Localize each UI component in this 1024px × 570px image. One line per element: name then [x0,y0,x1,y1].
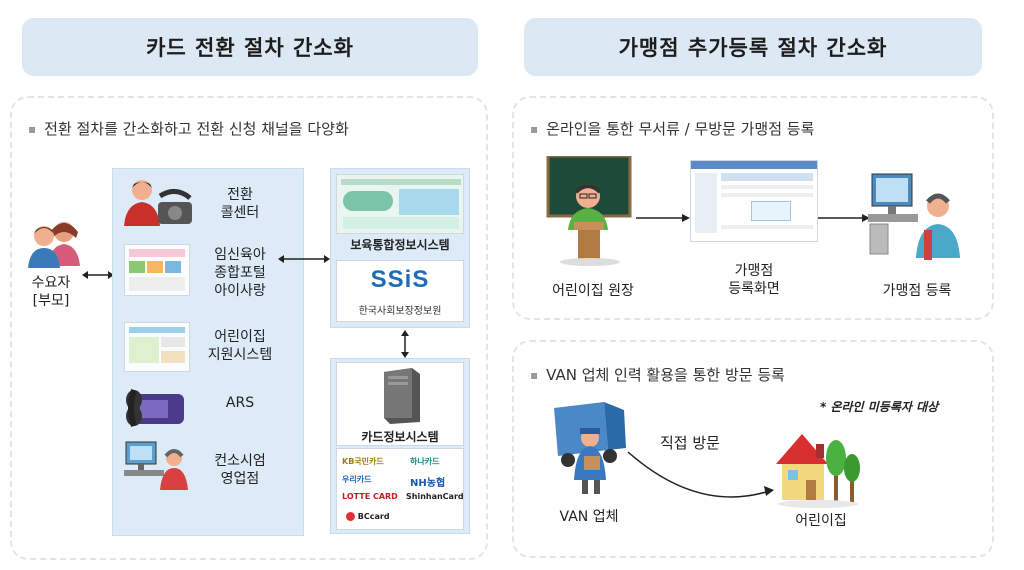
offline-target-note: * 온라인 미등록자 대상 [820,400,939,414]
right-bullet-2-text: VAN 업체 인력 활용을 통한 방문 등록 [546,366,785,384]
ssis-org-name: 한국사회보장정보원 [358,306,442,317]
channel-5-line2: 영업점 [220,471,260,488]
right-header: 가맹점 추가등록 절차 간소화 [524,18,982,76]
woori-card-logo: 우리카드 [342,475,372,484]
childcare-system-thumb [336,174,464,234]
register-computer-icon [868,173,960,260]
channel-3-line2: 지원시스템 [207,347,273,364]
director-screen-arrow [636,214,690,222]
channel-4-label: ARS [200,394,280,412]
card-system-title: 카드정보시스템 [361,430,439,444]
van-truck-worker-icon [554,402,626,494]
user-label-line1: 수요자 [31,275,71,291]
ssis-logo: SSiS [370,266,430,293]
parents-icon [28,222,80,268]
channel-3-label: 어린이집 지원시스템 [200,328,280,364]
card-logos-box [336,448,464,530]
daycare-label: 어린이집 [795,513,847,529]
left-bullet: ▪ 전환 절차를 간소화하고 전환 신청 채널을 다양화 [28,118,349,139]
director-icon [546,156,632,266]
user-label: 수요자 [부모] [22,274,80,310]
nh-card-logo: NH농협 [410,478,446,489]
visit-curve-arrow [627,451,774,498]
call-center-icon [124,180,192,226]
channel-2-line2: 종합포털 [214,265,266,282]
bullet-dot-icon: ▪ [530,367,539,382]
branch-clerk-icon [124,441,188,490]
channel-system-arrow [278,255,330,263]
user-label-line2: [부모] [32,293,70,310]
channel-2-line1: 임신육아 [214,247,266,263]
user-channel-arrow [82,271,114,279]
van-label: VAN 업체 [559,509,619,525]
channel-1-line2: 콜센터 [220,205,260,222]
right-bullet-1: ▪ 온라인을 통한 무서류 / 무방문 가맹점 등록 [530,118,814,139]
channel-2-label: 임신육아 종합포털 아이사랑 [200,246,280,301]
portal-screenshot-thumb [124,244,190,296]
daycare-house-icon [776,434,860,508]
right-header-text: 가맹점 추가등록 절차 간소화 [618,36,888,60]
channel-5-label: 컨소시엄 영업점 [200,452,280,488]
bullet-dot-icon: ▪ [28,121,37,136]
channel-4-line1: ARS [225,395,255,411]
channel-1-line1: 전환 [227,187,253,203]
left-header-text: 카드 전환 절차 간소화 [146,36,354,60]
visit-label: 직접 방문 [660,434,720,452]
server-icon [384,368,420,424]
screen-label: 가맹점 등록화면 [696,262,812,298]
channel-2-line3: 아이사랑 [214,283,266,300]
left-header: 카드 전환 절차 간소화 [22,18,478,76]
daycare-system-thumb [124,322,190,372]
ars-phone-icon [126,389,184,427]
director-label: 어린이집 원장 [552,283,634,299]
system-link-arrow [401,330,409,358]
screen-label-line1: 가맹점 [734,263,774,279]
bc-card-text: BCcard [357,512,390,521]
bc-card-logo: BCcard [346,512,390,521]
register-label: 가맹점 등록 [882,283,952,299]
shinhan-card-logo: ShinhanCard [406,492,464,501]
channel-3-line1: 어린이집 [214,329,266,345]
channel-5-line1: 컨소시엄 [214,453,266,469]
right-bullet-2: ▪ VAN 업체 인력 활용을 통한 방문 등록 [530,364,785,385]
left-bullet-text: 전환 절차를 간소화하고 전환 신청 채널을 다양화 [44,120,349,138]
hana-card-logo: 하나카드 [410,457,440,466]
right-bullet-1-text: 온라인을 통한 무서류 / 무방문 가맹점 등록 [546,120,815,138]
lotte-card-logo: LOTTE CARD [342,492,398,501]
registration-screen-thumb [690,160,818,242]
kb-card-logo: KB국민카드 [342,457,384,466]
ssis-logo-box [336,260,464,322]
screen-label-line2: 등록화면 [728,281,780,298]
bullet-dot-icon: ▪ [530,121,539,136]
screen-register-arrow [818,214,870,222]
childcare-system-title: 보육통합정보시스템 [350,238,450,252]
channel-1-label: 전환 콜센터 [200,186,280,222]
